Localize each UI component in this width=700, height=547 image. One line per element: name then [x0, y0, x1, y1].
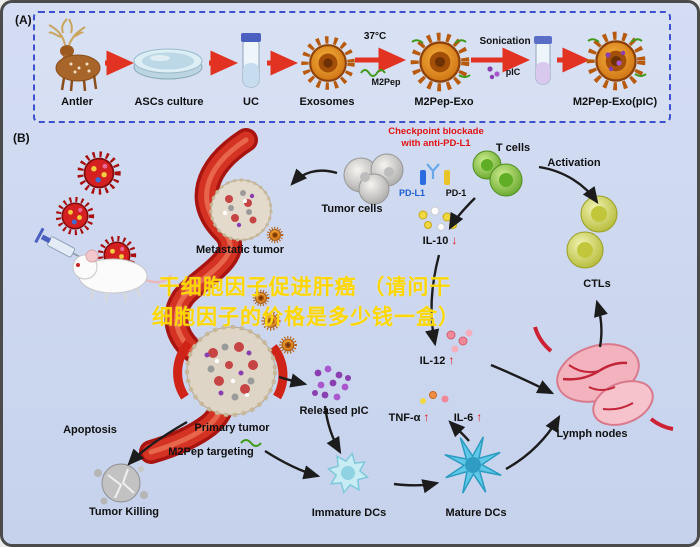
il6-up-arrow: ↑: [476, 410, 483, 424]
apoptosis-label: Apoptosis: [63, 424, 117, 436]
arrow-apoptosis: [127, 420, 188, 466]
petri-dish-icon: [133, 48, 203, 80]
m2pep-targeting-peptide-icon: [240, 439, 262, 447]
arrow-immature-to-mature: [393, 479, 440, 494]
metastatic-tumor-label: Metastatic tumor: [195, 244, 285, 256]
arrow-pic-to-immaturedc: [323, 405, 342, 455]
pd-receptor-icons: [420, 163, 450, 185]
arrow-lymph-to-ctls: [594, 299, 608, 348]
anti-pdl1-antibody-icon: [426, 163, 440, 179]
m2pep-targeting-label: M2Pep targeting: [168, 446, 254, 458]
released-pic-label: Released pIC: [299, 405, 369, 417]
pic-dots-panel-a: [487, 66, 500, 80]
exosome-icon: [305, 40, 351, 86]
il6-label: IL-6↑: [453, 410, 483, 425]
lymph-nodes-label: Lymph nodes: [556, 428, 628, 440]
arrow-maturedc-to-lymph: [505, 414, 561, 471]
arrow-tcell-to-il10: [448, 197, 476, 231]
injected-exosome-icon: [59, 200, 92, 233]
step-label-ascs-culture: ASCs culture: [134, 96, 204, 108]
panel-a-label: (A): [15, 13, 32, 27]
immature-dcs-label: Immature DCs: [311, 507, 387, 519]
m2pep-label: M2Pep: [371, 77, 401, 87]
watermark-line1: 干细胞因子促进肝癌 （请问干: [158, 276, 452, 299]
arrow-dc-to-il6: [448, 420, 470, 442]
tumor-killing-icon: [94, 463, 148, 505]
tnfa-up-arrow: ↑: [423, 410, 430, 424]
checkpoint-blockade-line2: with anti-PD-L1: [401, 138, 471, 149]
arrow-activation: [538, 165, 599, 204]
ctls-label: CTLs: [583, 278, 611, 290]
mini-exosome-icon: [279, 336, 297, 354]
injected-exosome-icon: [80, 154, 117, 191]
step-label-uc: UC: [243, 96, 259, 108]
arrow-tumor-to-pic: [278, 373, 308, 388]
primary-tumor-label: Primary tumor: [194, 422, 270, 434]
t-cells-icon: [472, 150, 523, 197]
panel-a-artwork: [48, 18, 647, 92]
immature-dc-icon: [323, 448, 373, 498]
blood-vessel: [139, 128, 258, 464]
released-pic-dots: [312, 365, 351, 401]
il10-text: IL-10: [422, 235, 449, 247]
mouse-icon: [72, 249, 173, 302]
arrow-tumor-to-immaturedc: [264, 449, 321, 480]
temp-label: 37°C: [363, 31, 387, 42]
panel-b-label: (B): [13, 131, 30, 145]
step-label-antler: Antler: [61, 96, 93, 108]
il12-up-arrow: ↑: [448, 353, 455, 367]
tnfa-text: TNF-α: [388, 412, 421, 424]
t-cells-label: T cells: [495, 142, 531, 154]
m2pep-peptide-icon: [360, 69, 386, 77]
step-label-m2pep-exo-pic: M2Pep-Exo(pIC): [572, 96, 658, 108]
tumor-cells-label: Tumor cells: [321, 203, 383, 215]
il12-dots: [446, 329, 473, 353]
pic-label: pIC: [505, 67, 521, 77]
figure-artwork: [34, 18, 674, 505]
arrow-il10-to-il12: [425, 254, 441, 347]
tumor-cells-icon: [343, 153, 404, 205]
step-label-m2pep-exo: M2Pep-Exo: [414, 96, 474, 108]
il6-text: IL-6: [453, 412, 474, 424]
tnfa-label: TNF-α↑: [388, 410, 430, 425]
il12-text: IL-12: [419, 355, 446, 367]
step-label-exosomes: Exosomes: [299, 96, 355, 108]
flow-arrows: [127, 165, 608, 494]
arrow-tumorcells-to-tumor: [290, 168, 338, 186]
antler-deer-icon: [48, 18, 101, 92]
arrow-il12-to-lymph: [490, 363, 555, 395]
sonication-label: Sonication: [479, 36, 531, 47]
syringe-icon: [34, 227, 86, 261]
mature-dc-icon: [433, 425, 513, 505]
activation-label: Activation: [547, 157, 601, 169]
lymph-nodes-icon: [533, 326, 674, 431]
mature-dcs-label: Mature DCs: [445, 507, 507, 519]
tumor-killing-label: Tumor Killing: [88, 506, 160, 518]
m2pep-exo-pic-icon: [588, 36, 647, 87]
m2pep-exo-icon: [412, 37, 471, 88]
uc-tube-icon: [241, 33, 261, 88]
il10-down-arrow: ↓: [451, 233, 458, 247]
watermark-line2: 细胞因子的价格是多少钱一盒）: [152, 306, 460, 329]
pdl1-label: PD-L1: [398, 188, 426, 198]
checkpoint-blockade-line1: Checkpoint blockade: [388, 126, 484, 137]
il12-label: IL-12↑: [419, 353, 455, 368]
primary-tumor-icon: [173, 325, 288, 417]
il10-label: IL-10↓: [422, 233, 458, 248]
sonication-tube-icon: [534, 36, 552, 85]
mini-exosome-icon: [266, 226, 284, 244]
pd1-label: PD-1: [445, 188, 467, 198]
tnf-il6-dots: [420, 391, 449, 404]
metastatic-tumor-icon: [209, 178, 273, 242]
ctls-icon: [566, 195, 618, 269]
